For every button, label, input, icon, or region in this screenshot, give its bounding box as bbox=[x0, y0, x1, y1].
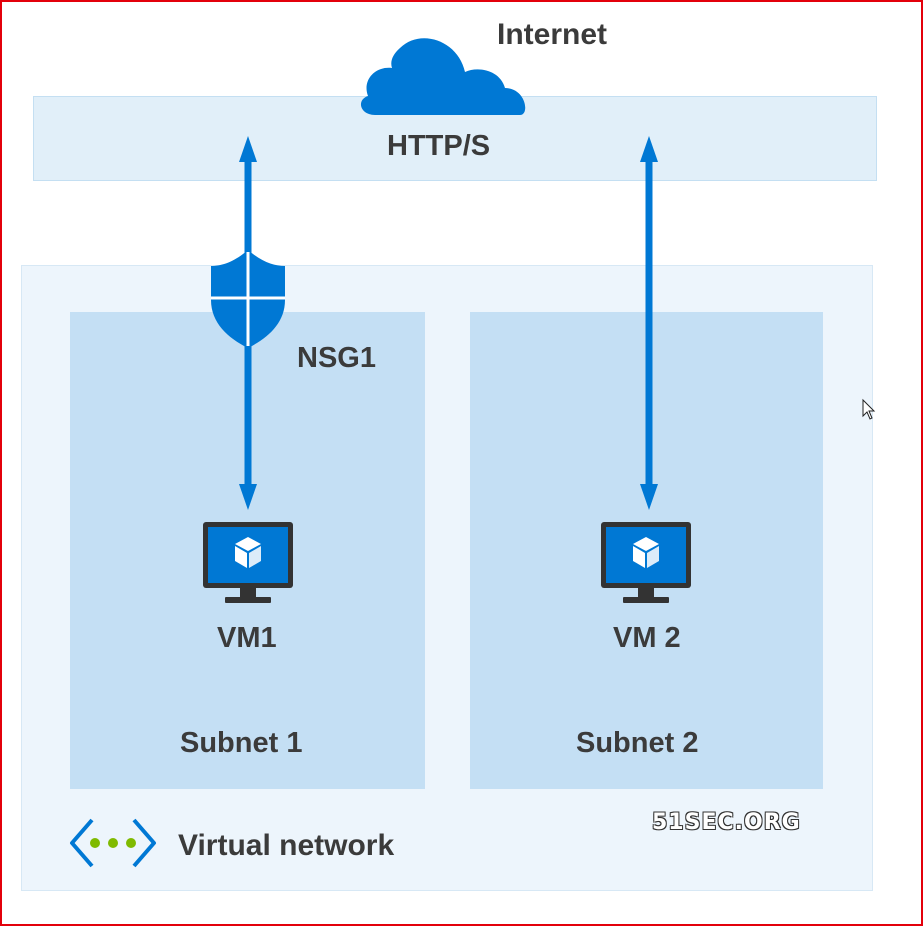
vm2-monitor-icon bbox=[601, 522, 691, 603]
mouse-cursor-icon bbox=[862, 398, 876, 420]
vm2-label: VM 2 bbox=[613, 622, 681, 654]
shield-icon bbox=[211, 250, 285, 348]
protocol-label: HTTP/S bbox=[387, 130, 491, 162]
vm1-label: VM1 bbox=[217, 622, 277, 654]
traffic-arrow-vm2 bbox=[640, 136, 658, 510]
nsg-label: NSG1 bbox=[297, 342, 376, 374]
watermark: 51SEC.ORG bbox=[652, 810, 801, 835]
virtual-network-icon bbox=[70, 818, 156, 868]
virtual-network-label: Virtual network bbox=[178, 829, 395, 862]
internet-label: Internet bbox=[497, 18, 608, 51]
vm1-monitor-icon bbox=[203, 522, 293, 603]
subnet-2-label: Subnet 2 bbox=[576, 727, 699, 759]
subnet-1-label: Subnet 1 bbox=[180, 727, 303, 759]
cloud-icon bbox=[360, 38, 526, 115]
